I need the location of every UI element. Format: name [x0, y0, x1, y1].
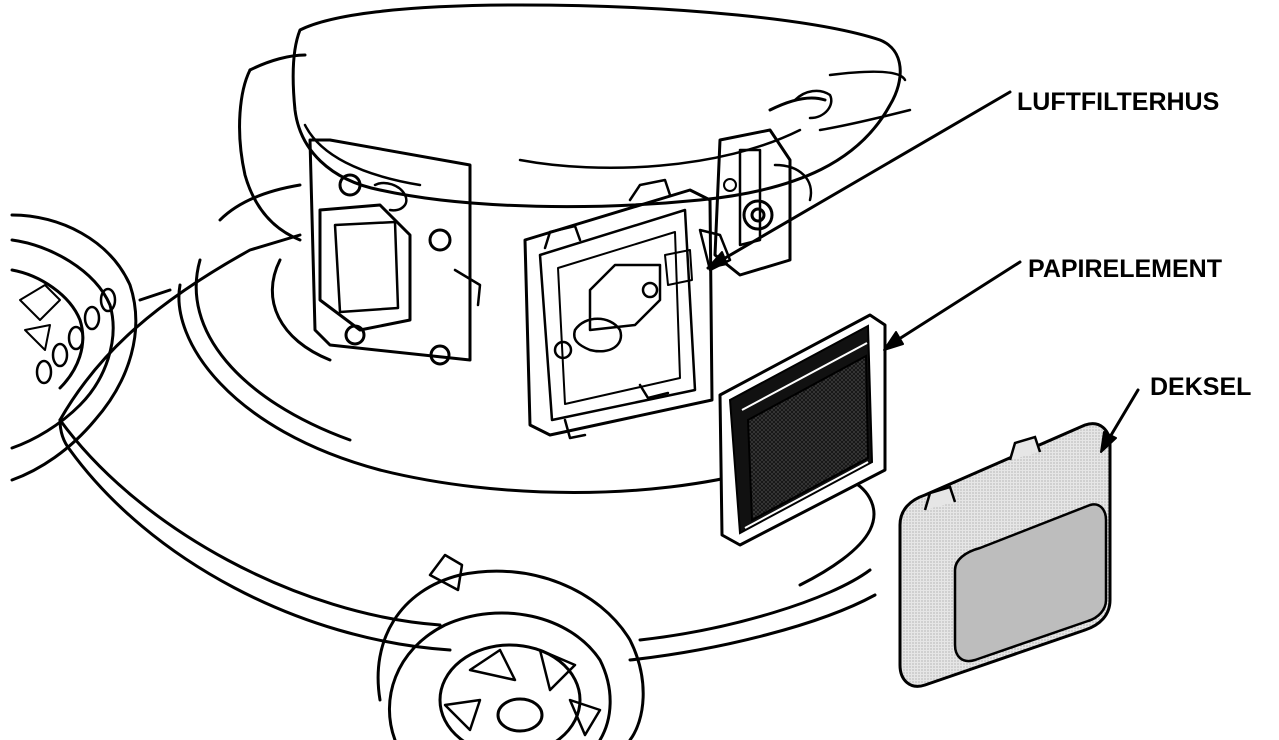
filter-cover	[898, 422, 1112, 688]
mower-deck	[58, 183, 877, 662]
leader-lines	[706, 90, 1140, 453]
arrowhead-housing	[707, 251, 728, 269]
air-filter-housing	[523, 178, 714, 440]
front-wheel	[376, 569, 645, 740]
leader-line-housing	[706, 90, 1012, 270]
arrowhead-cover	[1100, 431, 1117, 453]
arrowhead-element	[883, 331, 904, 351]
label-air-filter-housing: LUFTFILTERHUS	[1017, 88, 1219, 116]
rear-wheel	[10, 213, 138, 482]
paper-filter-element	[718, 313, 887, 547]
carburetor-linkage	[698, 70, 912, 277]
label-paper-element: PAPIRELEMENT	[1028, 255, 1222, 283]
leader-line-element	[886, 260, 1022, 348]
engine-block	[308, 138, 482, 366]
label-cover: DEKSEL	[1150, 373, 1251, 401]
engine-shroud	[238, 3, 902, 242]
